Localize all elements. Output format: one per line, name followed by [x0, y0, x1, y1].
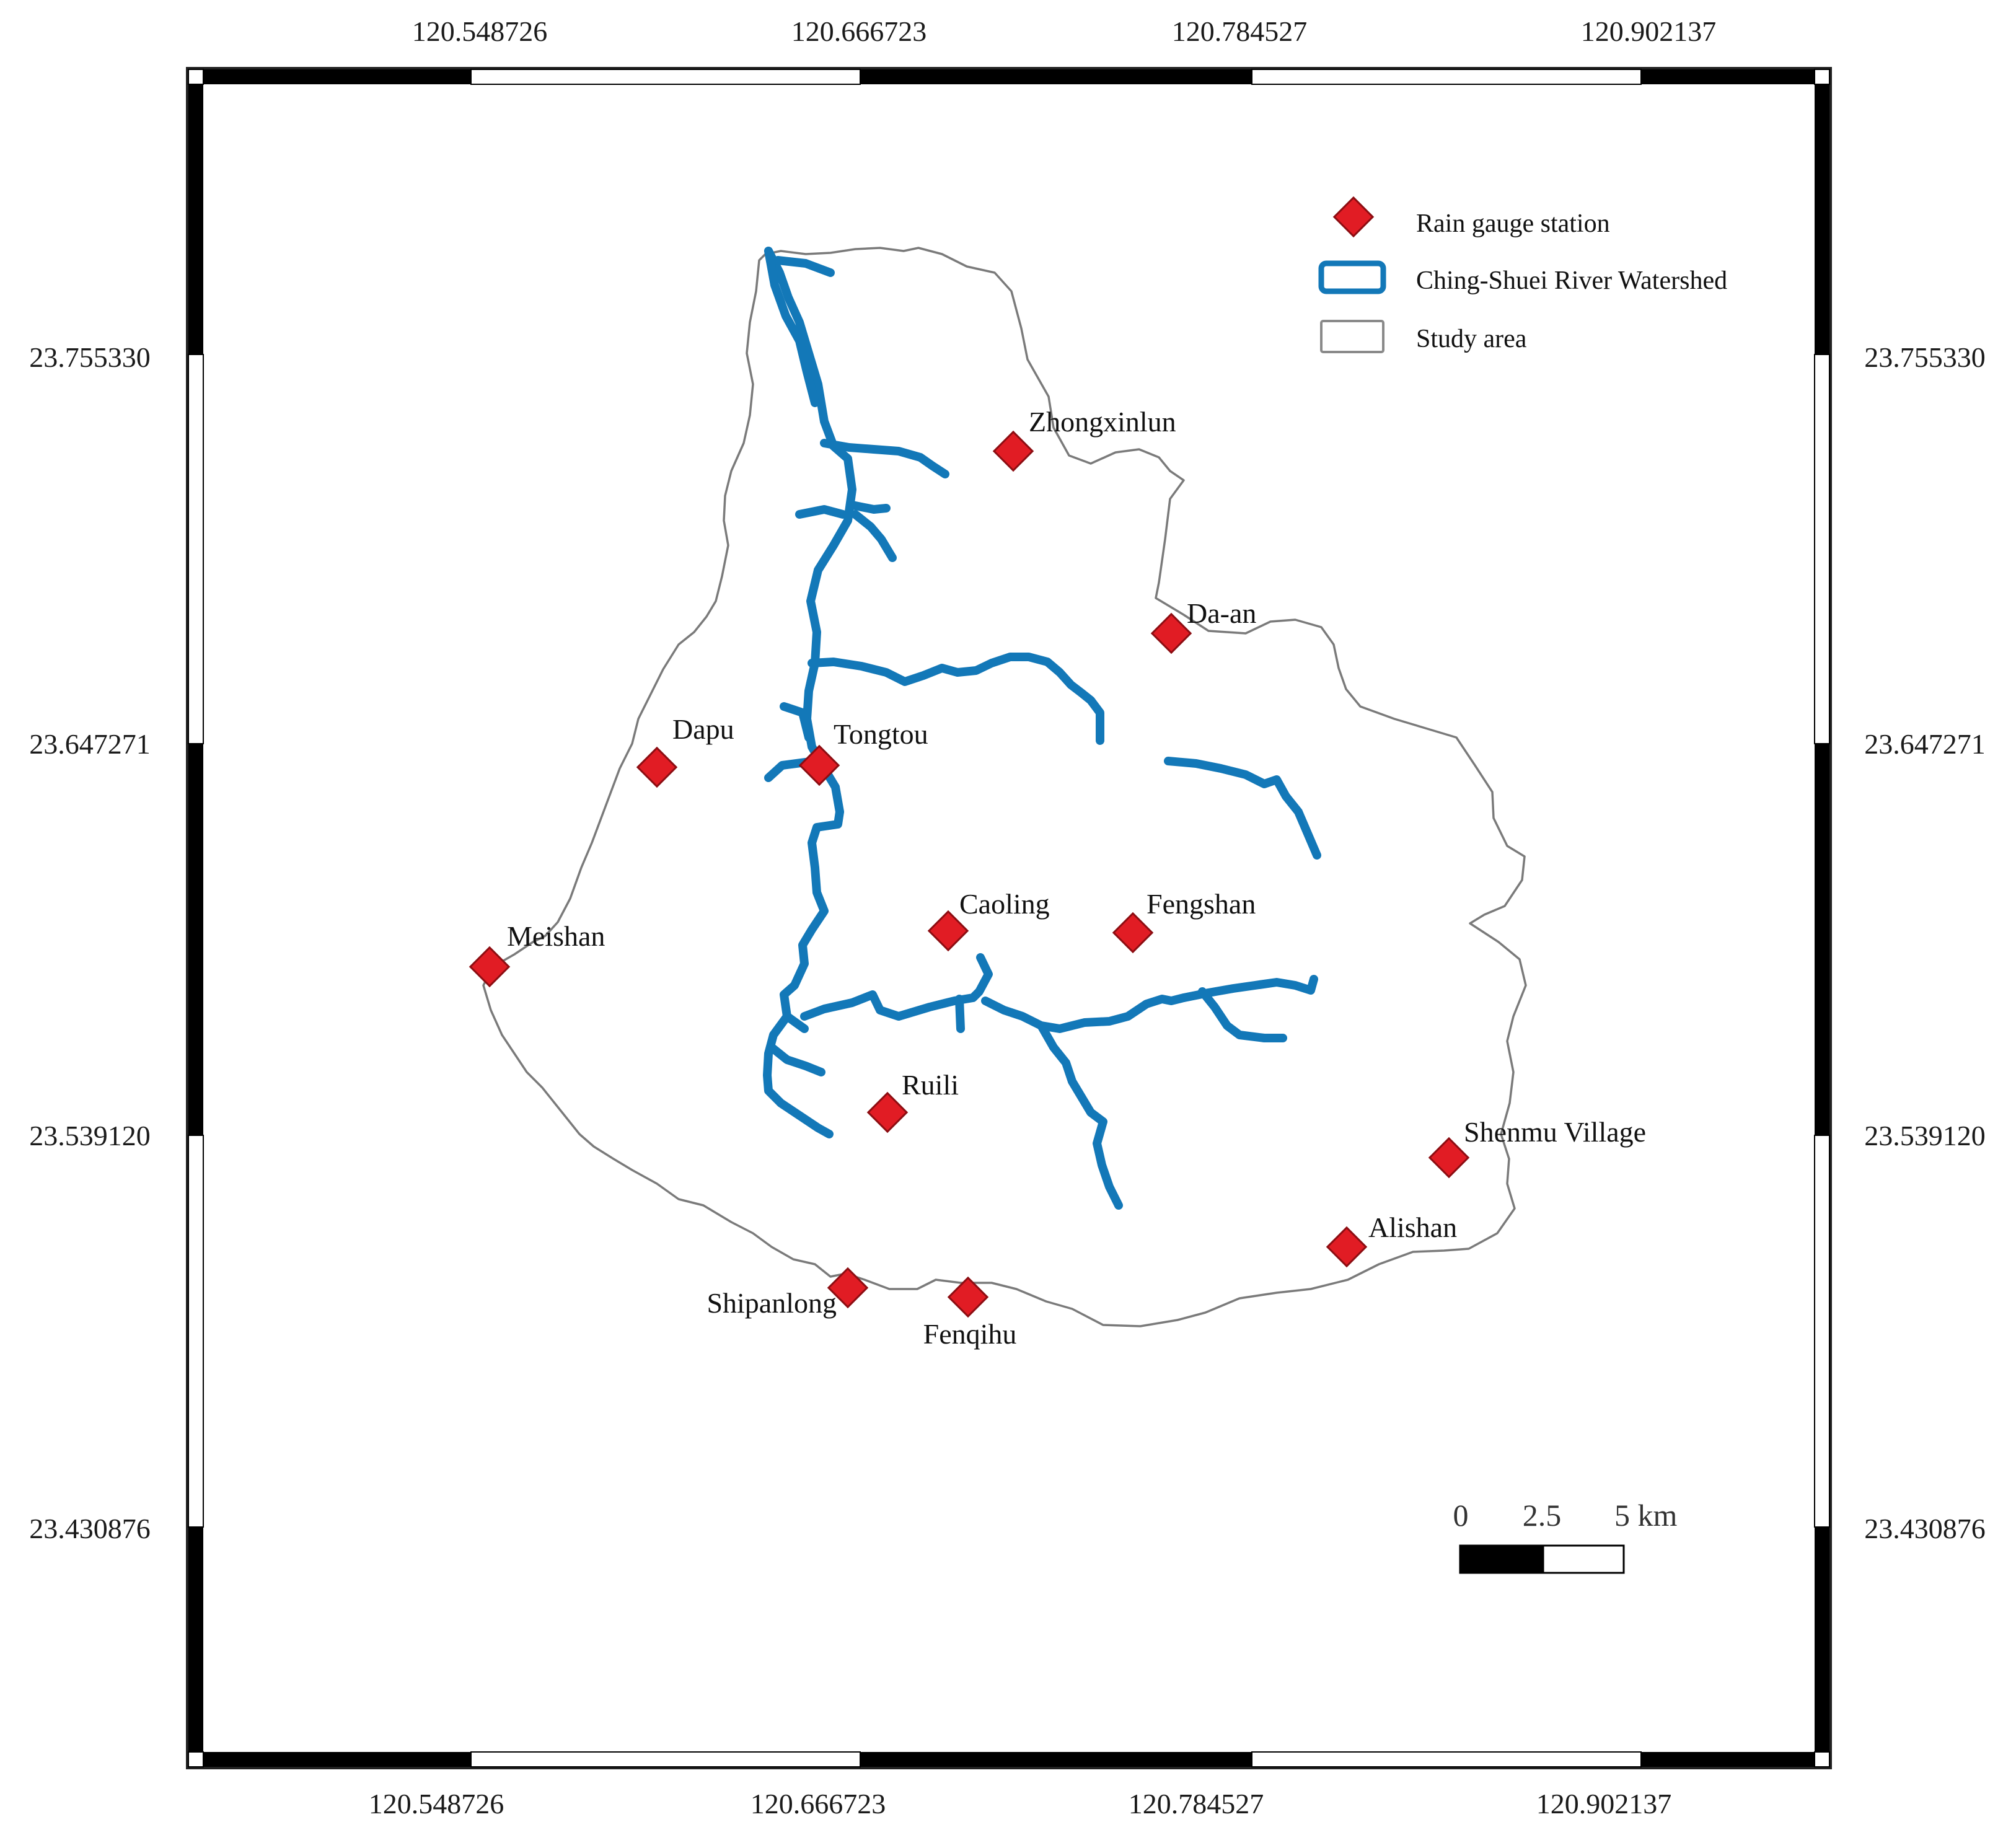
- red-diamond-icon: [1326, 1226, 1368, 1268]
- latitude-labels-left: 23.755330 23.647271 23.539120 23.430876: [29, 341, 151, 1544]
- lat-label-right-4: 23.430876: [1864, 1513, 1986, 1544]
- longitude-labels-top: 120.548726 120.666723 120.784527 120.902…: [412, 15, 1717, 47]
- gray-outline-box-icon: [1320, 320, 1384, 353]
- station-fengshan[interactable]: Fengshan: [1112, 888, 1256, 954]
- red-diamond-icon: [469, 946, 511, 988]
- red-diamond-icon: [947, 1276, 989, 1318]
- scale-label-2-5: 2.5: [1523, 1498, 1562, 1533]
- red-diamond-icon: [1428, 1137, 1470, 1179]
- river-branch-east-upper: [1179, 975, 1318, 1002]
- lon-label-bottom-1: 120.548726: [369, 1788, 504, 1820]
- station-alishan[interactable]: Alishan: [1326, 1212, 1457, 1268]
- river-branch-central-tributary: [800, 953, 993, 1021]
- map-frame: [186, 67, 1832, 1769]
- station-label: Caoling: [959, 888, 1050, 920]
- lat-label-right-2: 23.647271: [1864, 728, 1986, 760]
- river-branch-south-east: [981, 993, 1188, 1033]
- river-main-lower: [780, 807, 844, 1033]
- lat-label-right-1: 23.755330: [1864, 341, 1986, 373]
- station-meishan[interactable]: Meishan: [469, 920, 605, 988]
- river-branch-south-central: [1037, 1021, 1123, 1210]
- river-branch-north-west-1: [795, 505, 847, 519]
- station-label: Dapu: [672, 713, 734, 745]
- river-branch-southern-west: [767, 1043, 825, 1076]
- river-branch-north-east-2: [851, 510, 897, 562]
- red-diamond-icon: [1332, 196, 1375, 238]
- river-branch-upper-tributary: [808, 653, 1104, 745]
- red-diamond-icon: [636, 746, 678, 788]
- lon-label-bottom-4: 120.902137: [1536, 1788, 1672, 1820]
- study-area-boundary: [482, 247, 1527, 1327]
- rain-gauge-stations: Zhongxinlun Da-an Dapu Tongtou Meishan C…: [469, 406, 1646, 1350]
- river-branch-southern-loop: [763, 1012, 834, 1138]
- map-legend: Rain gauge station Ching-Shuei River Wat…: [1318, 196, 1727, 353]
- lat-label-left-3: 23.539120: [29, 1120, 151, 1151]
- lon-label-top-4: 120.902137: [1581, 15, 1717, 47]
- river-branch-north-east-1: [848, 501, 891, 514]
- station-caoling[interactable]: Caoling: [927, 888, 1050, 952]
- river-branch-east-creek: [1164, 757, 1321, 860]
- scale-bar-segment-white: [1542, 1544, 1625, 1574]
- legend-label-station: Rain gauge station: [1416, 209, 1610, 238]
- river-branch-east-lower: [1198, 987, 1287, 1042]
- scale-label-0: 0: [1453, 1498, 1469, 1533]
- legend-item-station: Rain gauge station: [1332, 196, 1610, 238]
- station-label: Zhongxinlun: [1029, 406, 1176, 438]
- lon-label-bottom-2: 120.666723: [750, 1788, 886, 1820]
- station-label: Tongtou: [834, 718, 928, 750]
- red-diamond-icon: [927, 910, 969, 952]
- station-label: Fengshan: [1147, 888, 1256, 920]
- station-zhongxinlun[interactable]: Zhongxinlun: [992, 406, 1176, 472]
- station-label: Ruili: [902, 1069, 959, 1101]
- river-branch-headwater-east: [773, 256, 835, 277]
- station-fenqihu[interactable]: Fenqihu: [923, 1276, 1017, 1350]
- station-shipanlong[interactable]: Shipanlong: [706, 1267, 869, 1319]
- legend-item-watershed: Ching-Shuei River Watershed: [1318, 260, 1727, 295]
- station-da-an[interactable]: Da-an: [1150, 597, 1256, 654]
- lon-label-top-2: 120.666723: [791, 15, 927, 47]
- red-diamond-icon: [992, 430, 1034, 472]
- station-shenmu-village[interactable]: Shenmu Village: [1428, 1116, 1646, 1179]
- legend-label-study-area: Study area: [1416, 325, 1527, 353]
- scale-bar: 0 2.5 5 km: [1453, 1498, 1678, 1574]
- ching-shuei-river-network: [763, 247, 1321, 1210]
- lat-label-left-4: 23.430876: [29, 1513, 151, 1544]
- station-label: Shipanlong: [706, 1287, 837, 1319]
- station-label: Alishan: [1368, 1212, 1457, 1243]
- red-diamond-icon: [1150, 612, 1192, 654]
- lat-label-left-2: 23.647271: [29, 728, 151, 760]
- scale-bar-segment-black: [1459, 1544, 1544, 1574]
- station-label: Meishan: [507, 920, 605, 952]
- blue-outline-box-icon: [1318, 260, 1386, 294]
- red-diamond-icon: [827, 1267, 869, 1309]
- red-diamond-icon: [798, 744, 840, 786]
- lon-label-top-3: 120.784527: [1172, 15, 1308, 47]
- river-branch-headwater-west: [764, 247, 819, 407]
- river-branch-zhongxinlun: [820, 439, 949, 478]
- station-label: Shenmu Village: [1464, 1116, 1646, 1148]
- lon-label-top-1: 120.548726: [412, 15, 548, 47]
- station-dapu[interactable]: Dapu: [636, 713, 734, 788]
- legend-label-watershed: Ching-Shuei River Watershed: [1416, 266, 1727, 295]
- station-tongtou[interactable]: Tongtou: [798, 718, 928, 786]
- station-ruili[interactable]: Ruili: [866, 1069, 959, 1133]
- lat-label-left-1: 23.755330: [29, 341, 151, 373]
- red-diamond-icon: [1112, 912, 1154, 954]
- scale-label-5km: 5 km: [1614, 1498, 1678, 1533]
- station-label: Fenqihu: [923, 1318, 1017, 1350]
- lon-label-bottom-3: 120.784527: [1129, 1788, 1264, 1820]
- river-branch-tongtou-west: [780, 702, 813, 742]
- latitude-labels-right: 23.755330 23.647271 23.539120 23.430876: [1864, 341, 1986, 1544]
- red-diamond-icon: [866, 1091, 909, 1133]
- longitude-labels-bottom: 120.548726 120.666723 120.784527 120.902…: [369, 1788, 1672, 1820]
- river-branch-caoling-drop: [955, 995, 965, 1033]
- lat-label-right-3: 23.539120: [1864, 1120, 1986, 1151]
- legend-item-study-area: Study area: [1320, 320, 1527, 353]
- station-label: Da-an: [1187, 597, 1256, 629]
